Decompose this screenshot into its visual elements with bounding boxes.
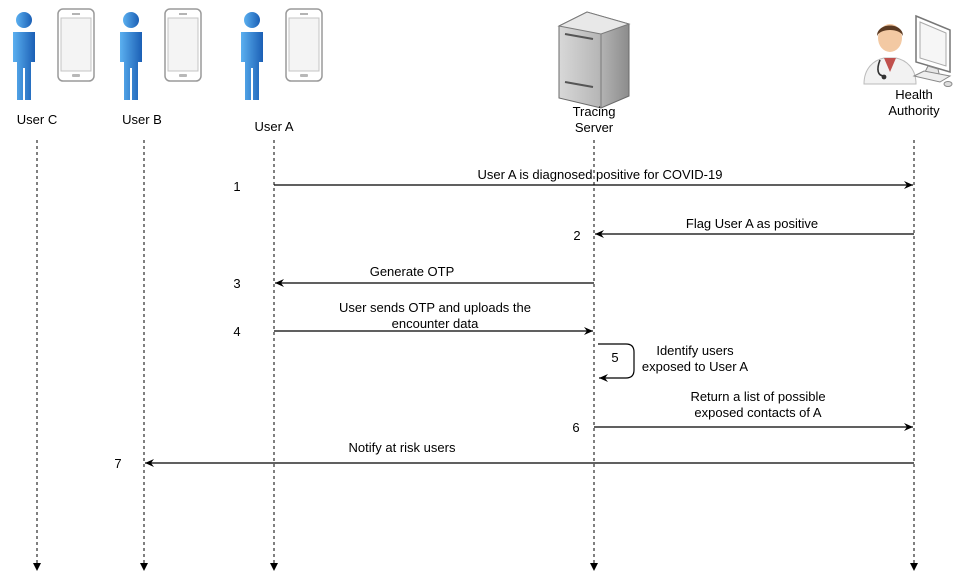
participant-label-user-c: User C (16, 112, 58, 127)
step-number-7: 7 (114, 456, 122, 471)
smartphone-icon (164, 8, 202, 82)
lifeline-user-c (33, 140, 41, 571)
step-number-2: 2 (573, 228, 581, 243)
message-label-3: Generate OTP (369, 264, 455, 279)
lifeline-user-a (270, 140, 278, 571)
participant-label-user-b: User B (122, 112, 162, 127)
message-label-6: Return a list of possible exposed contac… (690, 389, 826, 420)
message-label-5: Identify users exposed to User A (641, 343, 749, 374)
step-number-6: 6 (572, 420, 580, 435)
step-number-4: 4 (233, 324, 241, 339)
lifeline-tracing-server (590, 140, 598, 571)
participant-label-user-a: User A (254, 119, 294, 134)
person-icon (241, 12, 263, 100)
participant-label-tracing-server: Tracing Server (572, 104, 616, 135)
step-number-1: 1 (233, 179, 241, 194)
step-number-5: 5 (611, 350, 619, 365)
smartphone-icon (57, 8, 95, 82)
lifeline-user-b (140, 140, 148, 571)
smartphone-icon (285, 8, 323, 82)
doctor-icon (863, 24, 917, 85)
message-label-4: User sends OTP and uploads the encounter… (339, 300, 531, 331)
server-icon (557, 11, 631, 109)
message-label-1: User A is diagnosed positive for COVID-1… (477, 167, 723, 182)
lifeline-health-authority (910, 140, 918, 571)
person-icon (120, 12, 142, 100)
step-number-3: 3 (233, 276, 241, 291)
participant-label-health-authority: Health Authority (888, 87, 940, 118)
desktop-computer-icon (912, 14, 953, 87)
message-arrow-5 (598, 343, 635, 382)
message-label-2: Flag User A as positive (685, 216, 819, 231)
person-icon (13, 12, 35, 100)
message-label-7: Notify at risk users (348, 440, 456, 455)
